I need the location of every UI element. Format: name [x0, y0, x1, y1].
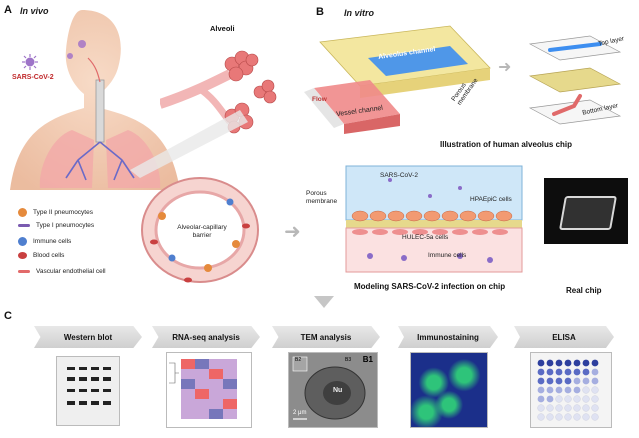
hpaepic-label: HPAEpiC cells: [470, 196, 512, 203]
legend-label: Blood cells: [33, 252, 65, 259]
tem-b2-label: B2: [295, 357, 302, 363]
tab-tem: TEM analysis: [272, 326, 380, 348]
legend-label: Type II pneumocytes: [33, 209, 93, 216]
left-lung: [39, 130, 94, 188]
infection-model-illustration: [345, 165, 523, 273]
legend-label: Immune cells: [33, 238, 72, 245]
bronchi: [65, 141, 135, 181]
hulec-label: HULEC-5a cells: [402, 234, 449, 241]
blood-cell-icon: [18, 252, 27, 259]
panel-b-letter: B: [316, 6, 324, 18]
alveolus-chip-illustration: [304, 25, 491, 134]
panel-a-title: In vivo: [20, 6, 49, 16]
alveoli-label: Alveoli: [210, 24, 235, 33]
legend-blood: Blood cells: [18, 252, 64, 259]
tab-elisa: ELISA: [514, 326, 614, 348]
chip-device-shape: [559, 196, 617, 230]
tab-label: Western blot: [63, 332, 113, 342]
tab-label: Immunostaining: [417, 332, 479, 342]
tab-label: ELISA: [552, 332, 576, 342]
legend-type1: Type I pneumocytes: [18, 222, 94, 229]
panel-a-letter: A: [4, 4, 12, 16]
virus-label: SARS-CoV-2: [12, 74, 54, 81]
real-chip-label: Real chip: [566, 286, 602, 295]
legend-type2: Type II pneumocytes: [18, 208, 93, 217]
immunostaining-image: [410, 352, 488, 428]
alveoli-cluster-1: [224, 50, 259, 82]
model-caption: Modeling SARS-CoV-2 infection on chip: [354, 282, 506, 291]
tem-nu-label: Nu: [333, 387, 343, 394]
down-arrow-icon: [314, 296, 334, 308]
real-chip-photo: [544, 178, 628, 244]
legend-vascular: Vascular endothelial cell: [18, 268, 106, 275]
chip-caption: Illustration of human alveolus chip: [440, 140, 573, 149]
virus-icon: [22, 54, 38, 70]
legend-label: Vascular endothelial cell: [36, 268, 106, 275]
panel-c-letter: C: [4, 310, 12, 322]
alveoli-cluster-3: [253, 79, 277, 104]
alveolar-capillary-illustration: [141, 177, 259, 283]
zoom-connector: [130, 110, 248, 178]
legend-label: Type I pneumocytes: [36, 222, 95, 229]
legend-immune: Immune cells: [18, 237, 71, 246]
immune-cell-icon: [18, 237, 27, 246]
model-porous-label: Porous membrane: [306, 190, 338, 205]
right-arrow-icon: ➜: [498, 59, 512, 76]
tab-western-blot: Western blot: [34, 326, 142, 348]
tab-rna-seq: RNA-seq analysis: [152, 326, 260, 348]
right-arrow-icon: ➜: [284, 221, 301, 243]
tem-b1-label: B1: [362, 355, 373, 364]
trachea: [95, 79, 105, 143]
immune-label: Immune cells: [428, 252, 467, 259]
model-virus-label: SARS-CoV-2: [380, 172, 418, 179]
type2-pneumocyte-icon: [18, 208, 27, 217]
endothelial-cell-icon: [18, 270, 30, 273]
elisa-plate-image: [530, 352, 612, 428]
chip-layers-illustration: [528, 35, 622, 125]
tem-scale-label: 2 μm: [293, 410, 307, 416]
type1-pneumocyte-icon: [18, 224, 30, 227]
panel-b-title: In vitro: [344, 8, 375, 18]
western-blot-image: [56, 356, 120, 426]
rna-seq-heatmap: [166, 352, 252, 428]
tab-label: TEM analysis: [300, 332, 352, 342]
airflow: [87, 57, 101, 83]
tem-image: B1 B2 B3 Nu 2 μm: [288, 352, 378, 428]
tab-immunostaining: Immunostaining: [398, 326, 498, 348]
tem-b3-label: B3: [345, 357, 352, 363]
barrier-label: Alveolar-capillary barrier: [177, 224, 227, 239]
tab-label: RNA-seq analysis: [172, 332, 240, 342]
flow-label: Flow: [312, 96, 327, 103]
